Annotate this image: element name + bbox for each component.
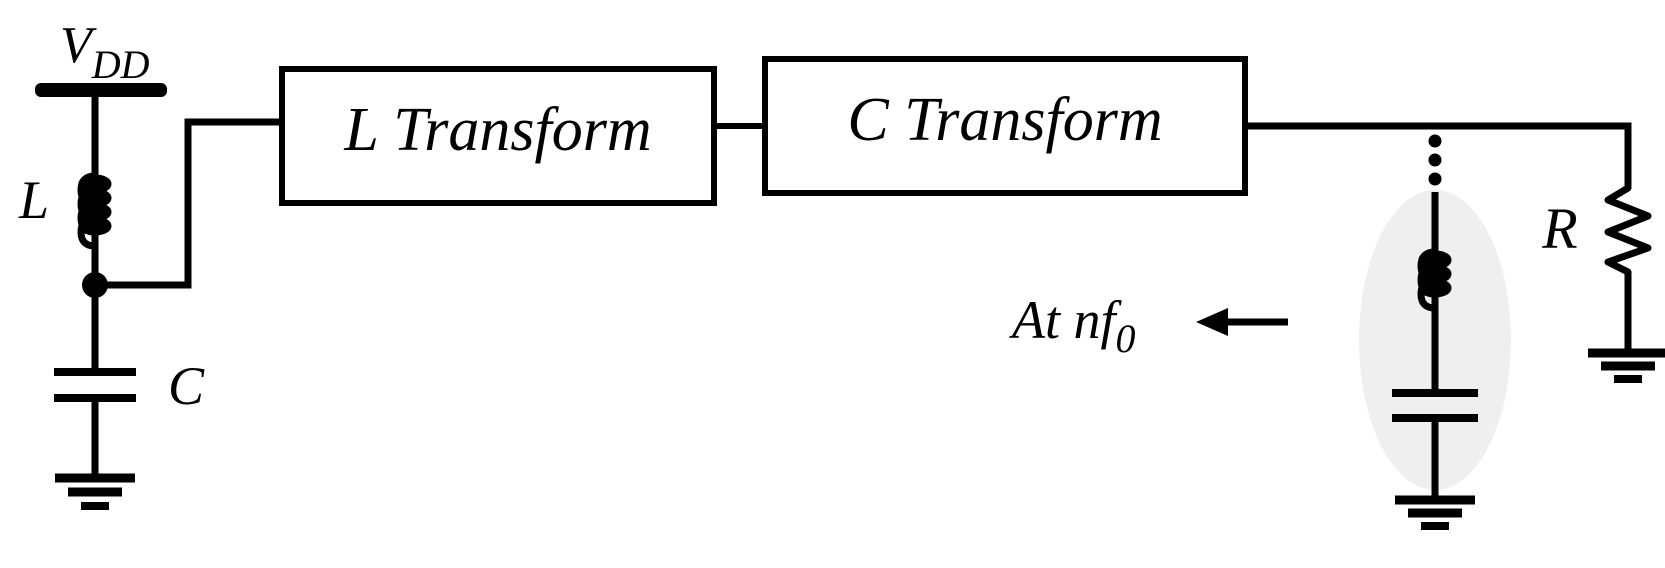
resistor-load-icon	[1604, 184, 1652, 276]
ground-load-icon	[1588, 348, 1665, 383]
capacitor-left-icon	[54, 368, 136, 402]
ground-left-icon	[55, 473, 135, 510]
junction-dot	[82, 272, 108, 298]
supply-label: VDD	[60, 17, 150, 87]
ground-trap-icon	[1395, 495, 1475, 530]
capacitor-left-label: C	[168, 356, 205, 416]
ellipsis-dots-icon	[1428, 134, 1442, 186]
wire-node-to-block-l	[95, 118, 282, 289]
block-c-transform-label: C Transform	[847, 86, 1162, 154]
block-l-transform[interactable]	[279, 66, 717, 206]
inductor-left-label: L	[18, 170, 49, 230]
wire-output-rail	[1245, 122, 1632, 188]
resistor-label: R	[1541, 196, 1577, 261]
block-l-transform-label: L Transform	[343, 96, 651, 164]
supply-rail-bar	[35, 83, 167, 97]
annotation-label: At nf0	[1009, 290, 1136, 361]
inductor-trap-icon	[1417, 248, 1452, 312]
annotation-arrow-icon	[1196, 308, 1288, 336]
